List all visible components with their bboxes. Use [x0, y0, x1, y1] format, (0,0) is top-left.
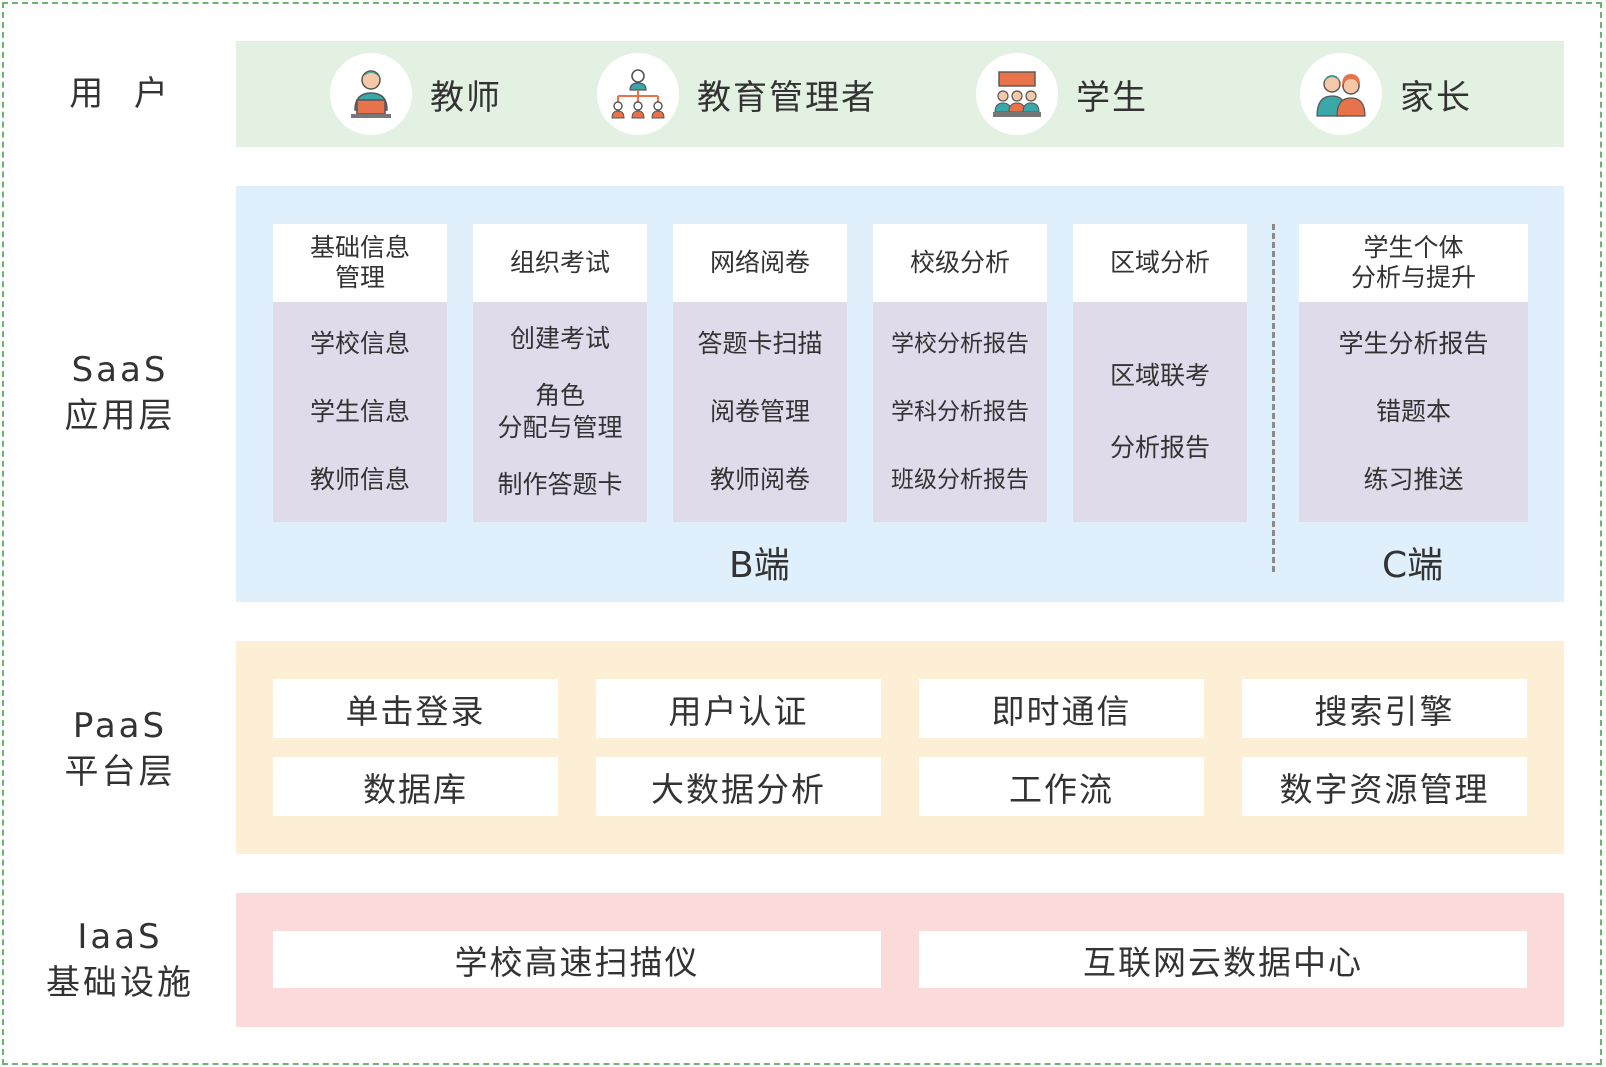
- paas-box: 大数据分析: [596, 757, 881, 816]
- c-end-label: C端: [1382, 545, 1444, 586]
- paas-band: 单击登录 用户认证 即时通信 搜索引擎 数据库 大数据分析 工作流 数字资源管理: [236, 641, 1564, 854]
- user-teacher: 教师: [330, 53, 502, 135]
- card-basic-info: 基础信息管理 学校信息 学生信息 教师信息: [273, 224, 447, 522]
- user-student: 学生: [976, 53, 1148, 135]
- card-body: 学校分析报告 学科分析报告 班级分析报告: [873, 302, 1047, 522]
- card-item: 学校信息: [309, 329, 410, 358]
- card-item: 错题本: [1375, 397, 1451, 426]
- card-item: 学校分析报告: [891, 331, 1029, 357]
- iaas-box-scanner: 学校高速扫描仪: [273, 931, 881, 988]
- card-body: 学校信息 学生信息 教师信息: [273, 302, 447, 522]
- card-item: 区域联考: [1109, 361, 1210, 390]
- users-band: 教师 教育管理者: [236, 41, 1564, 147]
- students-icon: [976, 53, 1058, 135]
- card-body: 创建考试 角色分配与管理 制作答题卡: [473, 302, 647, 522]
- paas-box: 数字资源管理: [1242, 757, 1527, 816]
- paas-box: 单击登录: [273, 679, 558, 738]
- user-parent: 家长: [1300, 53, 1472, 135]
- row-label-users: 用 户: [69, 74, 171, 114]
- card-head: 网络阅卷: [673, 224, 847, 302]
- org-chart-icon: [597, 53, 679, 135]
- user-label-student: 学生: [1076, 77, 1148, 118]
- card-school-analysis: 校级分析 学校分析报告 学科分析报告 班级分析报告: [873, 224, 1047, 522]
- user-label-parent: 家长: [1400, 77, 1472, 118]
- card-head: 学生个体分析与提升: [1299, 224, 1528, 302]
- b-c-divider: [1272, 224, 1275, 572]
- saas-band: 基础信息管理 学校信息 学生信息 教师信息 组织考试 创建考试 角色分配与管理 …: [236, 186, 1564, 602]
- card-body: 区域联考 分析报告: [1073, 302, 1247, 522]
- card-item: 学生信息: [309, 397, 410, 426]
- card-item: 制作答题卡: [497, 470, 623, 500]
- paas-box: 搜索引擎: [1242, 679, 1527, 738]
- card-student-individual: 学生个体分析与提升 学生分析报告 错题本 练习推送: [1299, 224, 1528, 522]
- iaas-band: 学校高速扫描仪 互联网云数据中心: [236, 893, 1564, 1027]
- user-label-teacher: 教师: [430, 77, 502, 118]
- teacher-icon: [330, 53, 412, 135]
- paas-box: 即时通信: [919, 679, 1204, 738]
- card-body: 答题卡扫描 阅卷管理 教师阅卷: [673, 302, 847, 522]
- user-label-admin: 教育管理者: [697, 77, 877, 118]
- card-body: 学生分析报告 错题本 练习推送: [1299, 302, 1528, 522]
- card-region-analysis: 区域分析 区域联考 分析报告: [1073, 224, 1247, 522]
- card-head: 基础信息管理: [273, 224, 447, 302]
- card-item: 角色分配与管理: [497, 380, 623, 442]
- user-admin: 教育管理者: [597, 53, 877, 135]
- paas-box: 用户认证: [596, 679, 881, 738]
- card-item: 班级分析报告: [891, 467, 1029, 493]
- parents-icon: [1300, 53, 1382, 135]
- card-organize-exam: 组织考试 创建考试 角色分配与管理 制作答题卡: [473, 224, 647, 522]
- paas-box: 工作流: [919, 757, 1204, 816]
- card-item: 分析报告: [1109, 433, 1210, 462]
- card-item: 教师阅卷: [709, 465, 810, 494]
- card-item: 创建考试: [509, 323, 610, 353]
- iaas-box-cloud-datacenter: 互联网云数据中心: [919, 931, 1527, 988]
- card-head: 组织考试: [473, 224, 647, 302]
- card-item: 学生分析报告: [1338, 329, 1489, 358]
- card-item: 答题卡扫描: [697, 329, 823, 358]
- paas-box: 数据库: [273, 757, 558, 816]
- card-item: 阅卷管理: [709, 397, 810, 426]
- card-head: 区域分析: [1073, 224, 1247, 302]
- card-item: 练习推送: [1363, 465, 1464, 494]
- card-head: 校级分析: [873, 224, 1047, 302]
- card-online-marking: 网络阅卷 答题卡扫描 阅卷管理 教师阅卷: [673, 224, 847, 522]
- b-end-label: B端: [729, 545, 790, 586]
- card-item: 教师信息: [309, 465, 410, 494]
- card-item: 学科分析报告: [891, 399, 1029, 425]
